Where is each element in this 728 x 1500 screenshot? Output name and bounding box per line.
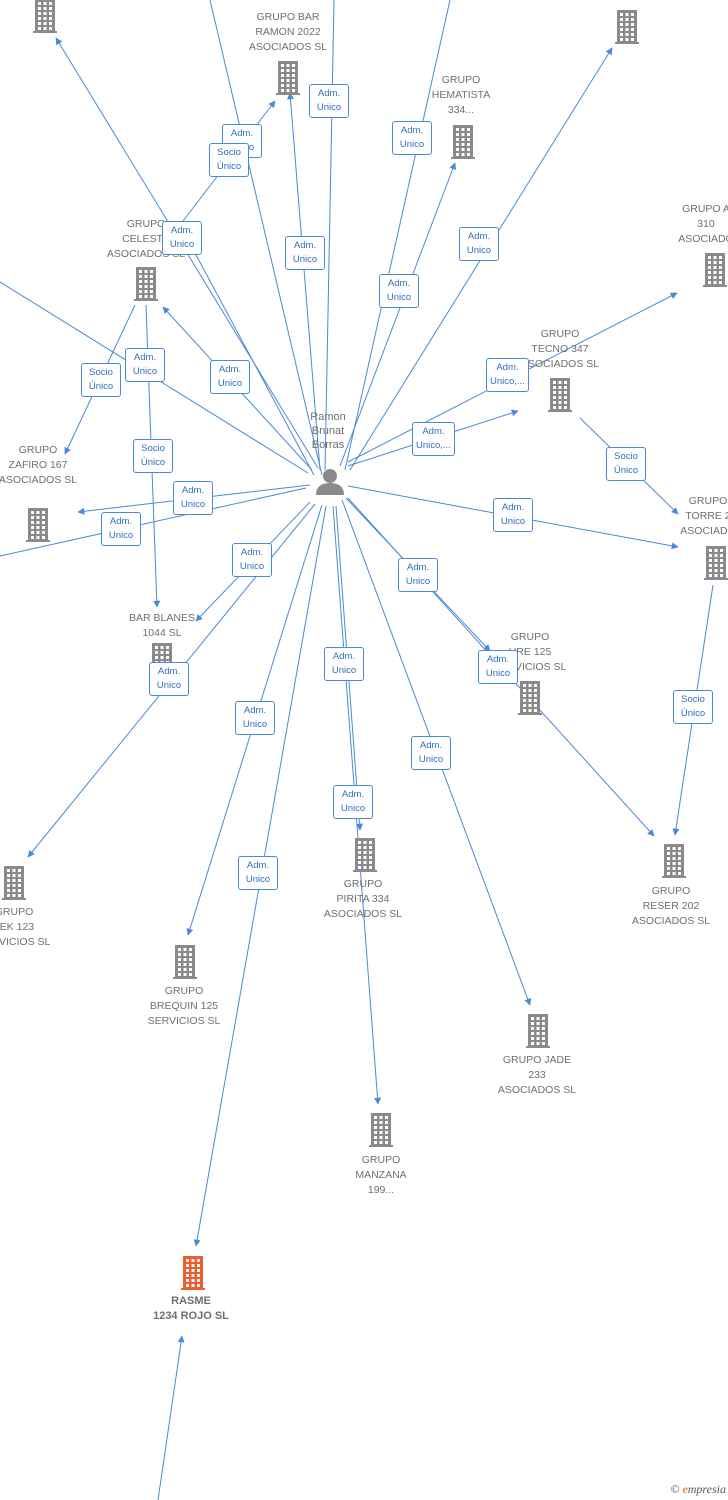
company-brequin-icon[interactable] [173, 945, 197, 979]
brand-e: e [682, 1482, 688, 1496]
edge-role-badge[interactable]: Adm. Unico [235, 701, 275, 735]
edge-role-badge[interactable]: Adm. Unico [493, 498, 533, 532]
edge-role-badge[interactable]: Adm. Unico [392, 121, 432, 155]
edge-line-15 [0, 487, 307, 557]
edge-line-1 [324, 0, 335, 471]
company-rasme-label[interactable]: RASME 1234 ROJO SL [153, 1295, 229, 1322]
edge-role-badge[interactable]: Adm. Unico [238, 856, 278, 890]
company-pirita-icon[interactable] [353, 838, 377, 872]
company-bar-ramon-icon[interactable] [276, 61, 300, 95]
edge-role-badge[interactable]: Socio Único [606, 447, 646, 481]
edge-role-badge[interactable]: Adm. Unico [125, 348, 165, 382]
edge-role-badge[interactable]: Adm. Unico [379, 274, 419, 308]
company-pirita-label[interactable]: GRUPO PIRITA 334 ASOCIADOS SL [323, 878, 403, 920]
edge-role-badge[interactable]: Adm. Unico [324, 647, 364, 681]
company-zafiro-icon[interactable] [26, 508, 50, 542]
nodes [2, 0, 728, 1290]
edge-line-0 [209, 0, 323, 476]
edge-role-badge[interactable]: Socio Único [209, 143, 249, 177]
edge-role-badge[interactable]: Adm. Unico [101, 512, 141, 546]
edge-role-badge[interactable]: Adm. Unico,... [486, 358, 529, 392]
edge-role-badge[interactable]: Adm. Unico [309, 84, 349, 118]
company-bar-ramon-label[interactable]: GRUPO BAR RAMON 2022 ASOCIADOS SL [248, 10, 328, 53]
company-tecno-icon[interactable] [548, 378, 572, 412]
company-torre-icon[interactable] [704, 546, 728, 580]
company-lek-label[interactable]: GRUPO LEK 123 SERVICIOS SL [0, 906, 51, 948]
company-rasme-icon[interactable] [181, 1256, 205, 1290]
company-torre-label[interactable]: GRUPO TORRE 2 ASOCIADO [680, 494, 728, 537]
edge-role-badge[interactable]: Adm. Unico [459, 227, 499, 261]
company-bar-blanes-label[interactable]: BAR BLANES 1044 SL [129, 612, 195, 639]
footer-brand: © empresia [670, 1482, 726, 1497]
company-zafiro-label[interactable]: GRUPO ZAFIRO 167 ASOCIADOS SL [0, 443, 78, 486]
company-lek-icon[interactable] [2, 866, 26, 900]
edge-role-badge[interactable]: Adm. Unico [478, 650, 518, 684]
edge-role-badge[interactable]: Adm. Unico,... [412, 422, 455, 456]
edge-line-3 [287, 92, 321, 471]
person-label[interactable]: Ramon Brunat Borras [310, 411, 346, 451]
edge-role-badge[interactable]: Socio Único [673, 690, 713, 724]
company-brequin-label[interactable]: GRUPO BREQUIN 125 SERVICIOS SL [147, 985, 221, 1027]
edge-role-badge[interactable]: Adm. Unico [411, 736, 451, 770]
edge-role-badge[interactable]: Adm. Unico [398, 558, 438, 592]
edge-role-badge[interactable]: Adm. Unico [173, 481, 213, 515]
company-tecno-label[interactable]: GRUPO TECNO 347 ASOCIADOS SL [520, 327, 600, 370]
company-manzana-label[interactable]: GRUPO MANZANA 199... [355, 1154, 407, 1196]
company-top-right-icon[interactable] [615, 10, 639, 44]
person-icon[interactable] [316, 469, 344, 495]
edge-role-badge[interactable]: Adm. Unico [210, 360, 250, 394]
company-ure-icon[interactable] [518, 681, 542, 715]
edge-role-badge[interactable]: Adm. Unico [333, 785, 373, 819]
company-a310-icon[interactable] [703, 253, 727, 287]
copyright-symbol: © [670, 1482, 680, 1496]
company-hematista-icon[interactable] [451, 125, 475, 159]
edge-line-8 [179, 224, 315, 476]
company-top-left-icon[interactable] [33, 0, 57, 33]
company-celeste-icon[interactable] [134, 267, 158, 301]
company-jade-label[interactable]: GRUPO JADE 233 ASOCIADOS SL [497, 1054, 577, 1096]
edge-role-badge[interactable]: Adm. Unico [162, 221, 202, 255]
company-reser-icon[interactable] [662, 844, 686, 878]
edge-role-badge[interactable]: Socio Único [133, 439, 173, 473]
brand-name: mpresia [687, 1482, 726, 1496]
company-jade-icon[interactable] [526, 1014, 550, 1048]
company-reser-label[interactable]: GRUPO RESER 202 ASOCIADOS SL [631, 885, 711, 927]
company-hematista-label[interactable]: GRUPO HEMATISTA 334... [431, 73, 491, 116]
company-manzana-icon[interactable] [369, 1113, 393, 1147]
edge-role-badge[interactable]: Adm. Unico [149, 662, 189, 696]
edge-role-badge[interactable]: Adm. Unico [232, 543, 272, 577]
edge-role-badge[interactable]: Socio Único [81, 363, 121, 397]
edge-line-2 [344, 0, 451, 471]
company-a310-label[interactable]: GRUPO A 310 ASOCIADO [678, 202, 728, 245]
edge-role-badge[interactable]: Adm. Unico [285, 236, 325, 270]
edge-line-29 [157, 1335, 185, 1500]
edge-line-6 [339, 162, 457, 467]
